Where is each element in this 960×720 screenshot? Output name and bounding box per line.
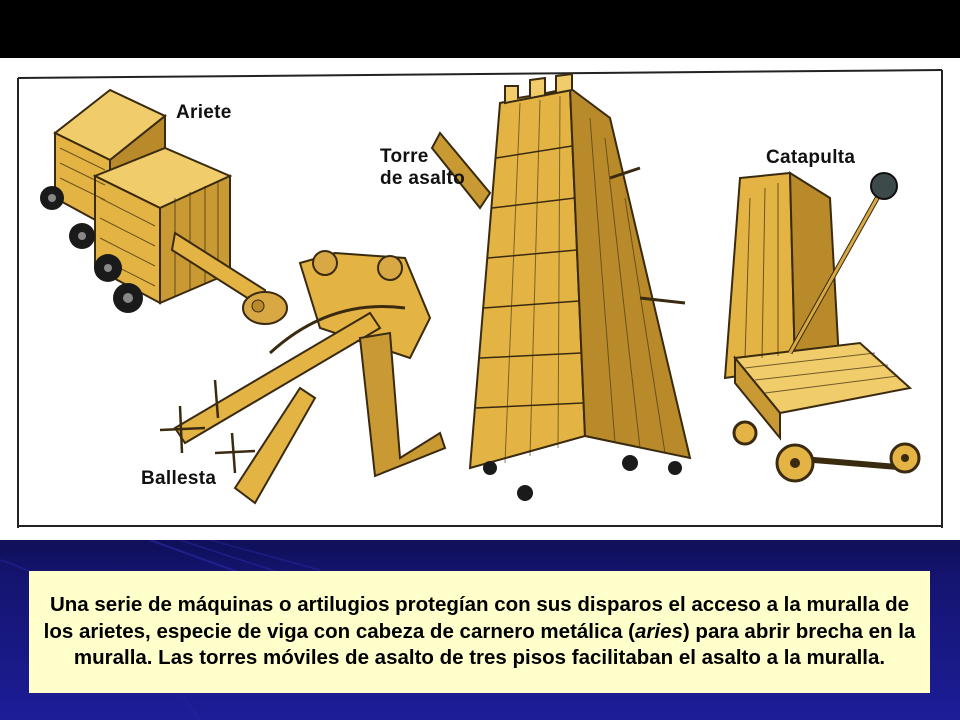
caption-part-1: Una serie de máquinas o artilugios prote… <box>43 593 909 643</box>
label-torre-de-asalto: Torre de asalto <box>380 146 466 189</box>
caption-box: Una serie de máquinas o artilugios prote… <box>29 571 930 693</box>
illustration-drawing <box>17 69 943 528</box>
label-ariete: Ariete <box>176 102 232 123</box>
caption-part-2: ) para abrir brecha en la muralla. Las t… <box>73 619 916 670</box>
label-ballesta: Ballesta <box>141 468 217 489</box>
ballesta-drawing <box>159 250 447 505</box>
caption-text: Una serie de máquinas o artilugios prote… <box>39 592 920 672</box>
torre-drawing <box>430 72 692 501</box>
catapulta-drawing <box>723 171 921 483</box>
label-catapulta: Catapulta <box>766 147 856 168</box>
ariete-drawing <box>40 88 288 325</box>
caption-italic-aries: aries <box>635 619 683 643</box>
siege-machines-illustration: Ariete Torre de asalto Catapulta Ballest… <box>0 58 960 540</box>
